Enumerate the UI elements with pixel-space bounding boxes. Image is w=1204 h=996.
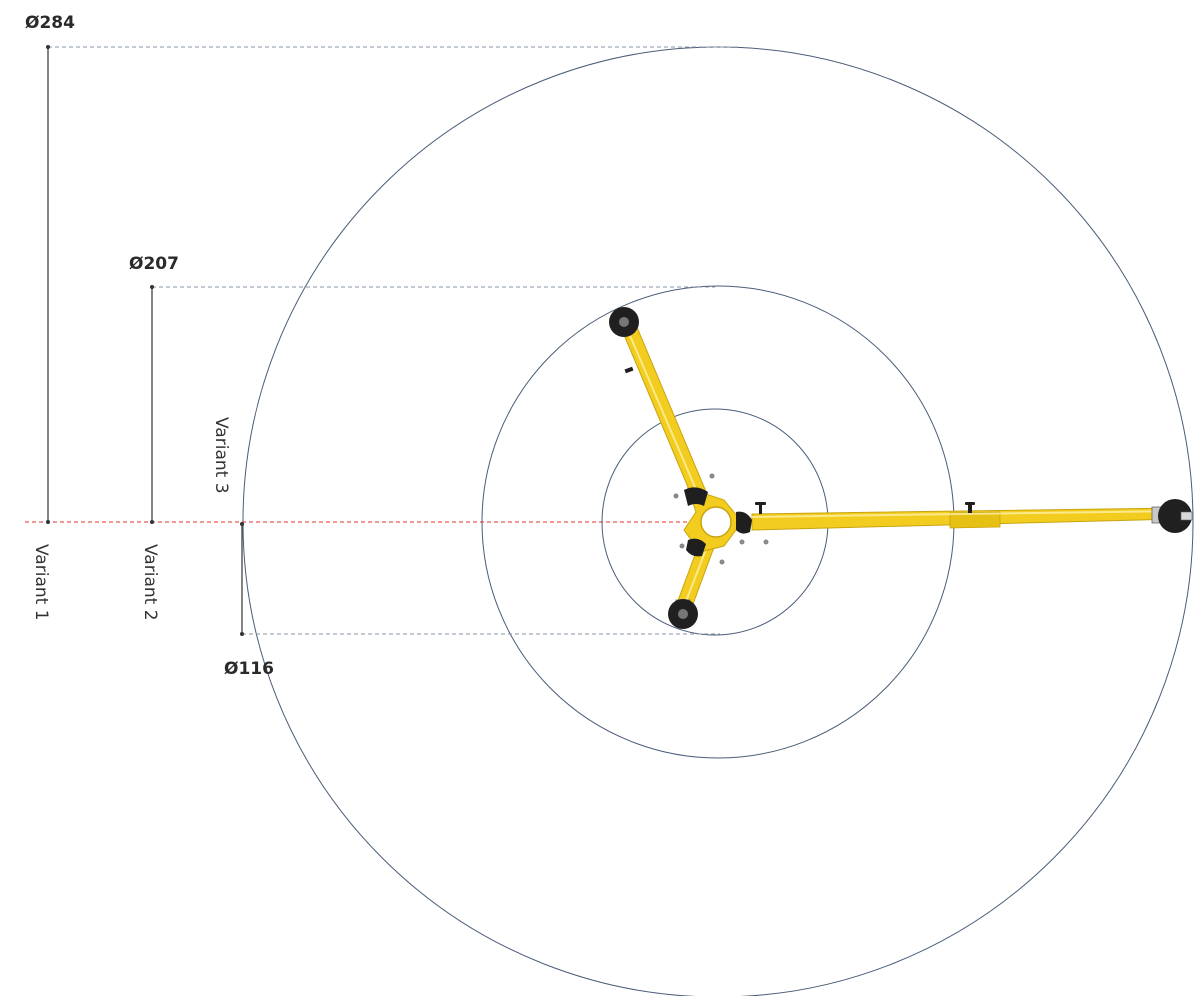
dimension-label-207: Ø207 (129, 254, 179, 274)
dimension-line-284 (46, 45, 50, 524)
dimension-label-284: Ø284 (25, 13, 75, 33)
variant-label-2: Variant 2 (140, 544, 160, 621)
wheel-upper (609, 307, 639, 337)
tripod-illustration (609, 307, 1193, 629)
dimension-line-207 (150, 285, 154, 524)
wheel-right (1158, 499, 1193, 533)
dimension-line-116 (240, 522, 244, 636)
dimension-label-116: Ø116 (224, 659, 274, 679)
tripod-leg-right (751, 502, 1177, 531)
tripod-hub (673, 473, 769, 565)
variant-label-1: Variant 1 (31, 544, 51, 621)
wheel-lower (668, 599, 698, 629)
variant-label-3: Variant 3 (211, 417, 231, 494)
